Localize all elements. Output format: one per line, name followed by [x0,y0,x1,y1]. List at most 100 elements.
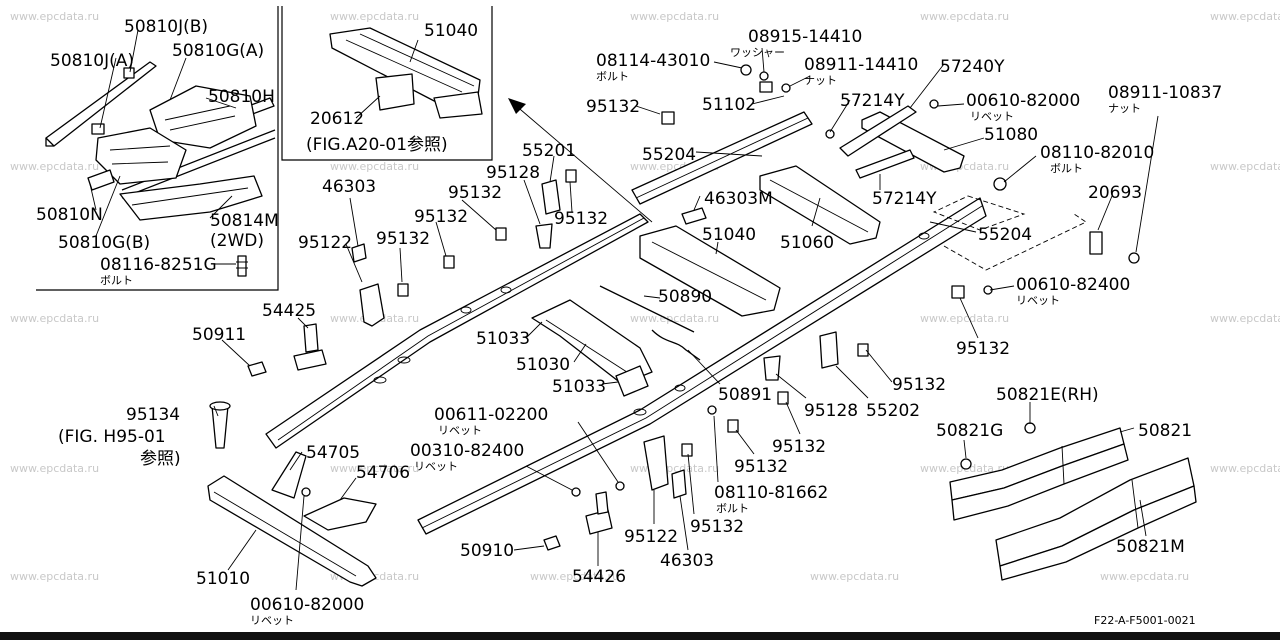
label-95128-b: 95128 [804,401,858,421]
watermark-text: www.epcdata.ru [630,10,719,23]
label-95132-e: 95132 [376,229,430,249]
label-08114-sub: ボルト [596,70,629,83]
label-51033-b: 51033 [552,377,606,397]
label-55201: 55201 [522,141,576,161]
clip-55201 [541,179,561,215]
label-55204-a: 55204 [642,145,696,165]
label-08915: 08915-14410 [748,27,862,47]
inset-border [36,6,279,291]
label-50821: 50821 [1138,421,1192,441]
watermark-text: www.epcdata.ru [10,10,99,23]
bumper-51010 [207,475,377,587]
leader-51040-main [715,241,719,255]
rail-hole [460,306,472,314]
label-08911b-sub: ナット [1108,102,1141,115]
bracket-50891 [651,329,701,361]
label-95132-d: 95132 [414,207,468,227]
side-rail-right [417,197,987,535]
watermark-text: www.epcdata.ru [10,462,99,475]
inset-bracket-50810n [87,169,115,191]
label-55202: 55202 [866,401,920,421]
label-95132-h: 95132 [772,437,826,457]
watermark-text: www.epcdata.ru [1210,312,1280,325]
leader-55204-b [929,221,977,233]
watermark-text: www.epcdata.ru [920,312,1009,325]
rear-outline-dashed [932,195,1026,231]
leader-95132-e [959,297,979,339]
label-46303m: 46303M [704,189,773,209]
part-50910 [543,535,561,551]
leader-50890 [643,295,661,299]
inset2-border [281,6,493,161]
clip-95128-b [763,355,781,381]
bracket-95122-b [643,435,669,491]
label-54705: 54705 [306,443,360,463]
leader-50821 [1119,427,1135,433]
bracket-20693 [1089,231,1103,255]
pad-46303m [681,207,707,225]
crossmember-51040 [639,225,781,317]
reference-arrow [508,98,653,223]
nut-08911-b [825,129,835,139]
clip-95132 [951,285,965,299]
inset-plate-ribs [164,105,236,131]
label-00610c: 00610-82000 [250,595,364,615]
label-95128-a: 95128 [486,163,540,183]
clip-95132 [443,255,455,269]
label-00610b-sub: リベット [1016,294,1060,307]
leader-46303-b [679,495,689,551]
leader-95132-c [569,181,573,213]
leader-95132-b [461,199,497,231]
label-00610b: 00610-82400 [1016,275,1130,295]
leader-57214y-a [829,99,851,133]
leader-00610c [295,495,305,591]
leader-08915 [761,47,765,73]
side-rail-left-line [277,217,645,441]
rivet-00610-c [301,487,311,497]
rail-hole [397,356,411,364]
mudguard-seams [1061,445,1139,529]
leader-54706 [339,477,357,501]
rivet-00310 [571,487,581,497]
crossmember-51030-rib [545,319,631,375]
label-fig-h95: (FIG. H95-01 [58,427,166,447]
nut-08911 [781,83,791,93]
label-95132-f: 95132 [956,339,1010,359]
post-95134-cap [209,401,231,411]
label-50910: 50910 [460,541,514,561]
label-08110b-sub: ボルト [716,502,749,515]
clip-95132 [681,443,693,457]
leader-55201 [549,155,555,183]
leader-54705 [289,451,303,471]
nut-08911-c [1128,252,1140,264]
label-08114: 08114-43010 [596,51,710,71]
clip-95132 [661,111,675,125]
clip-95132 [495,227,507,241]
inset-bolt-thread [236,261,248,269]
leader-95128-a [523,179,541,225]
crossmember-51040-rib [651,241,767,301]
post-95134 [211,405,229,449]
leader-51033-b [601,381,619,385]
mudguard-50821-lower [951,443,1129,521]
leader-08911a [789,75,811,87]
label-08911b: 08911-10837 [1108,83,1222,103]
leader-50810jb [129,29,139,73]
leader-95122-a [345,243,363,283]
label-50810ja: 50810J(A) [50,51,134,71]
leader-54425 [297,317,309,329]
leader-95132-h [785,401,801,435]
label-57214y-b: 57214Y [872,189,937,209]
label-46303-b: 46303 [660,551,714,571]
leader-95132-j [687,453,695,515]
leader-00611 [577,421,619,483]
label-2wd: (2WD) [210,231,264,251]
inset-crossmember-ref [281,6,493,161]
label-00611: 00611-02200 [434,405,548,425]
label-51060: 51060 [780,233,834,253]
rail-hole [500,286,512,294]
inset-plate-50810g-b [95,127,187,185]
inset2-gusset [433,91,483,119]
label-95132-c: 95132 [554,209,608,229]
mount-54425 [293,349,327,371]
